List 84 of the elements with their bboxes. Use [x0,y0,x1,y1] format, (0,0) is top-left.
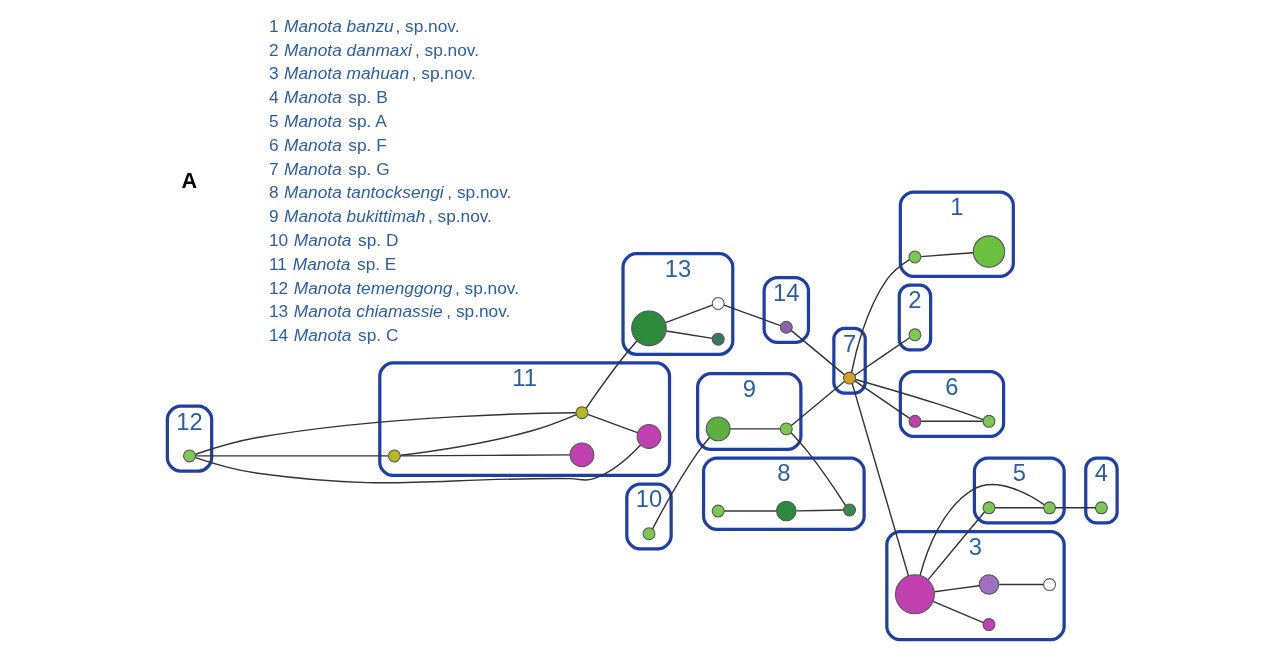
node-circle [978,574,1000,595]
node-circle [843,371,856,385]
connector [854,378,984,421]
connector [790,380,846,427]
cluster: 8 [701,456,866,532]
node-circle [843,503,856,517]
node-circle [183,449,196,463]
label: 2 Manota danmaxi, sp.nov. [268,39,479,60]
connector [194,455,389,457]
node-circle [636,424,662,449]
cluster: 13 [621,252,735,356]
label: 13 Manota chiamassie, sp.nov. [268,301,511,322]
connector [920,420,984,422]
label: 10 Manota sp. D [268,229,399,250]
connector [194,444,642,484]
node-circle [779,320,793,334]
label: 4 Manota sp. B [268,87,388,108]
cluster: 7 [832,326,867,395]
connector [587,413,639,434]
node-circle [569,442,595,468]
connector [790,432,847,507]
node-circle [711,297,725,310]
connector [790,329,846,376]
node-circle [894,574,935,615]
node-circle [972,235,1006,268]
connector [920,251,974,258]
cluster: 10 [625,482,673,551]
cluster: 1 [898,190,1015,279]
label: 5 Manota sp. A [268,111,387,132]
cluster: 14 [762,275,811,344]
cluster: 2 [897,283,933,352]
connector [795,509,845,512]
connector [927,511,986,581]
connector [851,382,910,577]
label: 14 Manota sp. C [268,325,399,346]
node-circle [908,414,922,428]
connector [998,583,1045,586]
node-circle [642,527,656,541]
cluster: 11 [378,361,672,477]
connector [194,412,577,455]
node-circle [982,618,996,632]
connector [400,413,577,456]
connector [729,428,781,430]
node-circle [631,310,667,347]
cluster: 4 [1084,456,1119,525]
node-circle [779,422,793,436]
cluster: 3 [885,529,1066,642]
node-circle [908,250,922,264]
cluster: 9 [696,372,803,452]
cluster: 5 [972,456,1066,525]
node-circle [1094,501,1108,515]
cluster: 6 [898,369,1006,439]
label: 1 Manota banzu, sp.nov. [268,15,460,36]
node-circle [705,416,731,442]
connector [932,600,984,624]
label: 12 Manota temenggong, sp.nov. [268,277,519,298]
node-circle [1043,578,1056,592]
label: 8 Manota tantocksengi, sp.nov. [268,182,512,203]
connector [919,483,1045,577]
node-circle [776,500,797,522]
connector [994,507,1045,509]
node-circle [982,501,996,515]
connector [933,585,980,593]
node-circle [908,328,922,342]
node-circle [711,504,725,518]
node-circle [711,332,725,346]
node-circle [982,414,996,428]
label: 3 Manota mahuan, sp.nov. [268,63,476,84]
label: 7 Manota sp. G [268,158,390,179]
node-circle [575,406,589,420]
node-circle [1043,501,1056,515]
connector [723,304,782,327]
connector [850,258,911,373]
node-circle [387,449,401,463]
connector [399,454,571,457]
connector [854,337,911,376]
connector [585,340,638,409]
label: 11 Manota sp. E [268,253,397,274]
cluster: 12 [165,404,214,473]
label: 9 Manota bukittimah, sp.nov. [268,206,492,227]
connector [664,304,714,324]
label: 6 Manota sp. F [268,134,387,155]
connector [854,380,911,420]
label: A [181,167,198,193]
